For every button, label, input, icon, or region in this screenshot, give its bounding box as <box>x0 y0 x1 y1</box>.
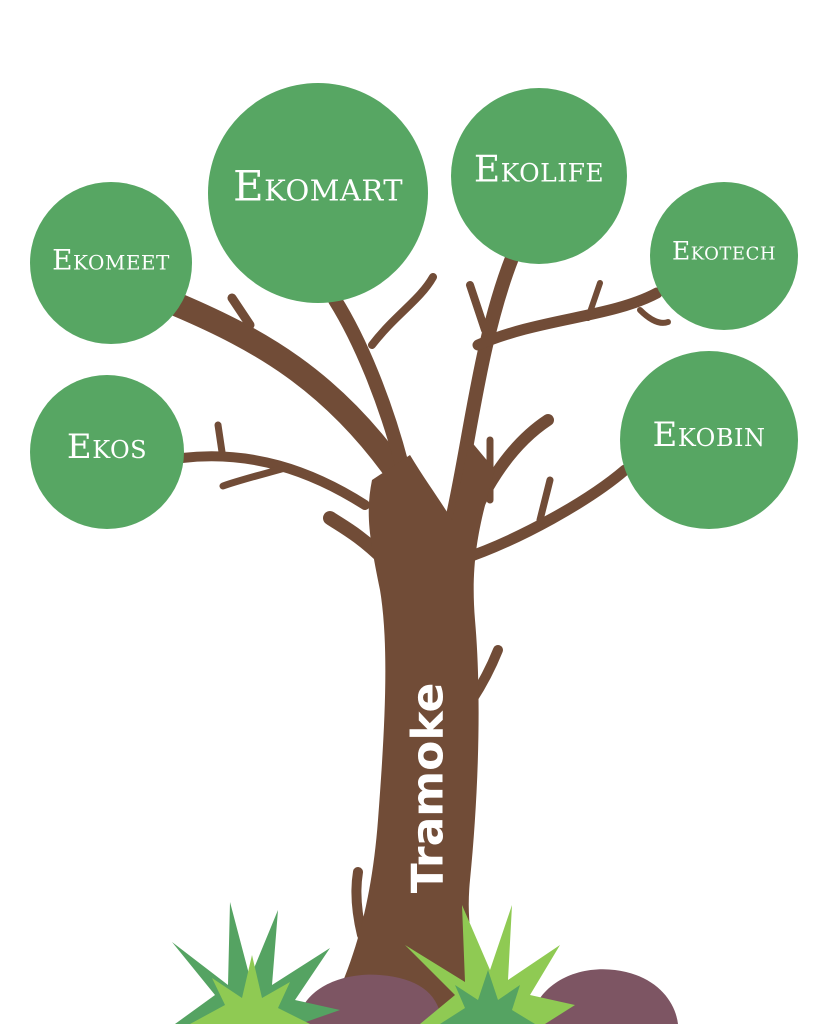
branch-ekomart <box>328 293 409 472</box>
node-circle-ekolife <box>451 88 627 264</box>
node-label-ekomart: Ekomart <box>233 162 403 211</box>
node-label-ekotech: Ekotech <box>672 237 776 266</box>
node-ekos: Ekos <box>30 375 184 529</box>
node-label-ekomeet: Ekomeet <box>52 244 170 277</box>
grass-left-blades <box>172 902 340 1024</box>
node-circle-ekomart <box>208 83 428 303</box>
node-label-ekobin: Ekobin <box>653 415 766 455</box>
node-ekomart: Ekomart <box>208 83 428 303</box>
node-circle-ekotech <box>650 182 798 330</box>
branch-ekolife <box>445 251 519 527</box>
grass-right <box>405 905 575 1024</box>
twig-ekomart <box>368 273 437 349</box>
node-ekobin: Ekobin <box>620 351 798 529</box>
twig-ekolife <box>466 281 489 334</box>
twig-ekos-b <box>219 464 289 490</box>
branch-ekomeet <box>166 293 407 482</box>
node-circle-ekobin <box>620 351 798 529</box>
tree-trunk <box>330 440 500 1010</box>
grass-left-inner <box>190 955 310 1024</box>
node-label-ekos: Ekos <box>67 427 147 467</box>
stub-left-low <box>351 867 367 940</box>
twig-ekos-a <box>214 421 226 456</box>
trunk-label: Tramoke <box>403 683 454 894</box>
node-ekotech: Ekotech <box>650 182 798 330</box>
node-label-ekolife: Ekolife <box>474 150 604 191</box>
node-circle-ekos <box>30 375 184 529</box>
node-circle-ekomeet <box>30 182 192 344</box>
twig-ekomeet <box>227 293 255 330</box>
grass-right-inner <box>440 970 535 1024</box>
tree-branches <box>166 251 671 940</box>
node-ekomeet: Ekomeet <box>30 182 192 344</box>
branch-ekobin <box>454 464 631 566</box>
grass-left <box>172 902 340 1024</box>
twig-ekobin <box>536 476 554 524</box>
branch-ekotech <box>472 287 663 351</box>
rock-right <box>530 969 678 1024</box>
twig-ekotech-b <box>637 307 671 326</box>
branch-ekos <box>177 451 370 510</box>
node-ekolife: Ekolife <box>451 88 627 264</box>
twig-ekotech-a <box>585 280 603 321</box>
